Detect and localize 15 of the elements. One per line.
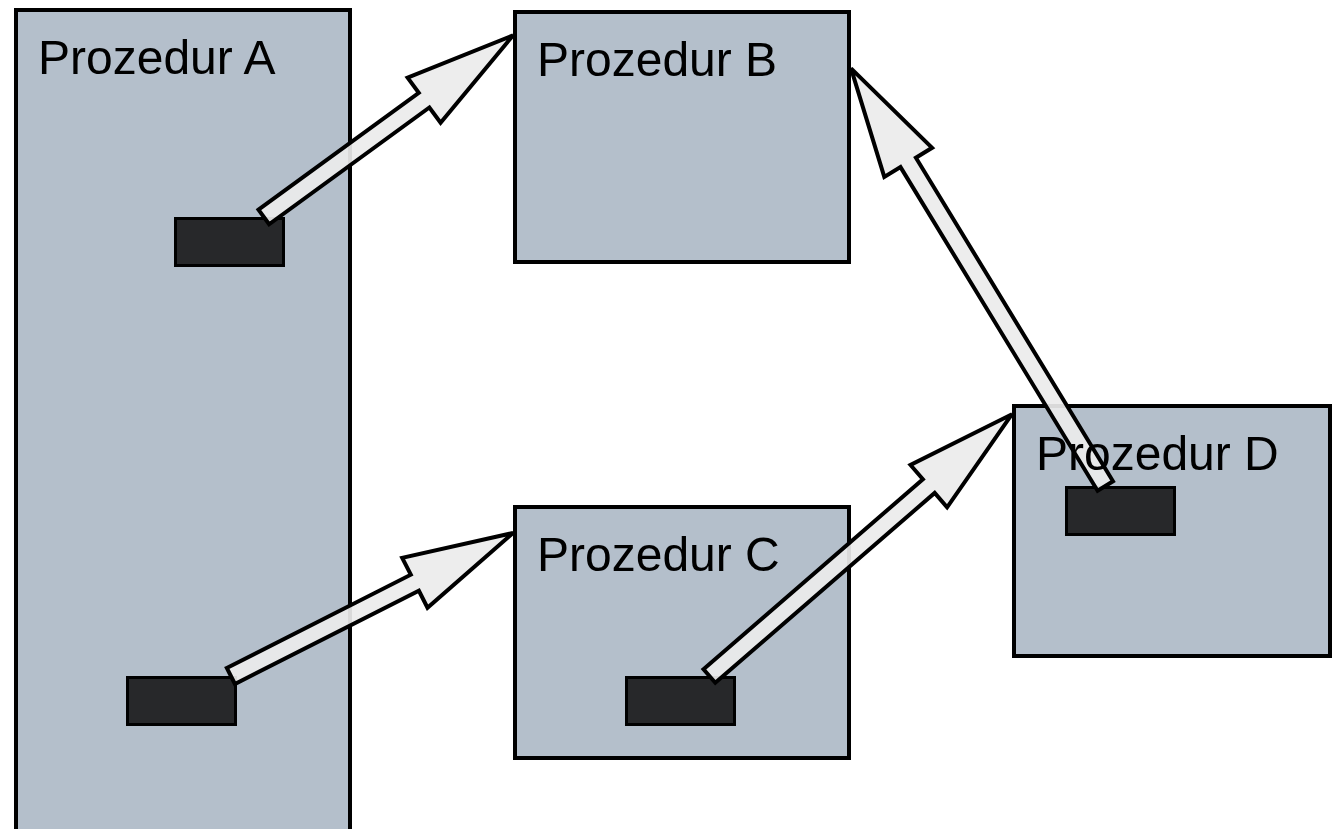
procedure-title: Prozedur C bbox=[537, 529, 780, 582]
dark-bar bbox=[174, 217, 285, 267]
procedure-title: Prozedur B bbox=[537, 34, 778, 87]
procedure-box bbox=[1012, 404, 1332, 658]
procedure-box bbox=[513, 505, 851, 760]
block-arrow bbox=[700, 412, 1014, 686]
dark-bar bbox=[126, 676, 237, 726]
dark-bar bbox=[625, 676, 736, 726]
block-arrow bbox=[255, 33, 515, 228]
procedure-title: Prozedur A bbox=[38, 32, 276, 85]
block-arrow bbox=[849, 66, 1116, 494]
procedure-box bbox=[14, 8, 352, 829]
block-arrow bbox=[224, 531, 515, 687]
dark-bar bbox=[1065, 486, 1176, 536]
procedure-box bbox=[513, 10, 851, 264]
